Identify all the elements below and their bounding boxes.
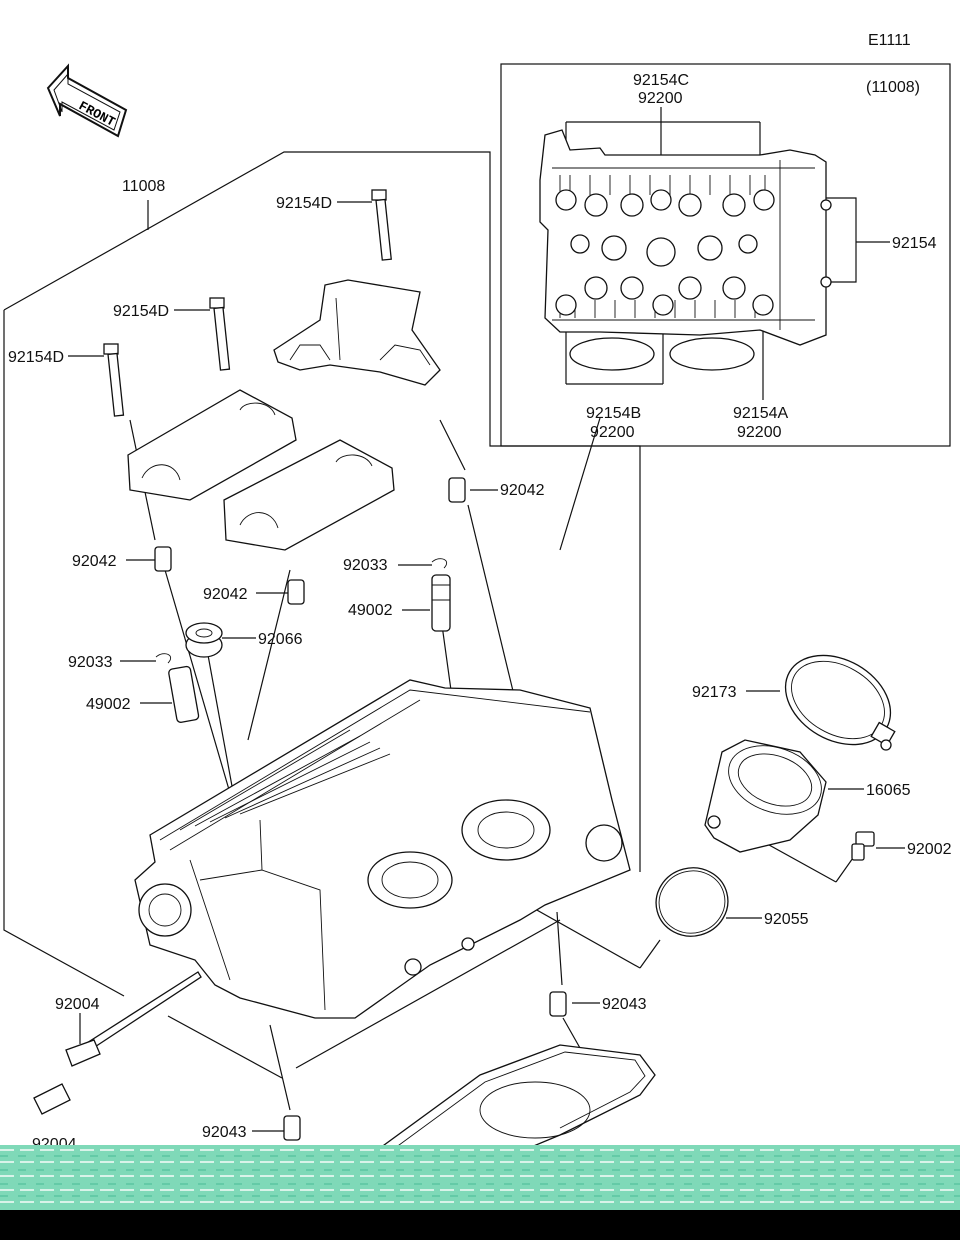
stud-92004-b <box>33 1083 71 1115</box>
bolt-92154D-c <box>103 343 125 417</box>
o-ring-92055 <box>655 867 729 937</box>
dowel-92042-b <box>154 546 172 572</box>
inset-label-92154C: 92154C <box>633 72 689 89</box>
screw-92002 <box>851 831 875 861</box>
cutoff-band <box>0 1145 960 1210</box>
camshaft-cap-left <box>127 389 297 501</box>
camshaft-holder-upper <box>273 279 441 386</box>
front-arrow-icon: FRONT <box>46 63 128 138</box>
inset-ref-label: (11008) <box>866 79 920 96</box>
label-92154D-b: 92154D <box>113 303 169 320</box>
valve-guide-49002-a <box>431 574 451 632</box>
label-92043-b: 92043 <box>202 1124 247 1141</box>
seal-92066 <box>185 622 223 658</box>
label-92033-a: 92033 <box>343 557 388 574</box>
clamp-band-92173 <box>784 654 896 751</box>
label-92042-b: 92042 <box>72 553 117 570</box>
inset-box: (11008) 92154C 92200 92154 92154B 92200 … <box>500 63 951 447</box>
label-92002: 92002 <box>907 841 952 858</box>
inset-cylinder-head <box>539 129 832 371</box>
label-49002-b: 49002 <box>86 696 131 713</box>
dowel-92043-b <box>283 1115 301 1141</box>
inset-label-92154: 92154 <box>892 235 937 252</box>
clip-92033-b <box>155 653 172 664</box>
bolt-92154D-b <box>209 297 231 371</box>
label-92066: 92066 <box>258 631 303 648</box>
diagram-code: E1111 <box>868 32 911 49</box>
label-11008: 11008 <box>122 178 165 195</box>
camshaft-cap-right <box>223 439 395 551</box>
inset-label-92200-br: 92200 <box>737 424 782 441</box>
clip-92033-a <box>431 558 448 569</box>
label-92042-c: 92042 <box>203 586 248 603</box>
label-92154D-c: 92154D <box>8 349 64 366</box>
bottom-bar <box>0 1210 960 1240</box>
inset-label-92200-bl: 92200 <box>590 424 635 441</box>
valve-guide-49002-b <box>168 665 200 723</box>
label-92055: 92055 <box>764 911 809 928</box>
inset-label-92200-top: 92200 <box>638 90 683 107</box>
inset-label-92154A: 92154A <box>733 405 788 422</box>
label-92033-b: 92033 <box>68 654 113 671</box>
dowel-92042-a <box>448 477 466 503</box>
label-92043-a: 92043 <box>602 996 647 1013</box>
label-92173: 92173 <box>692 684 737 701</box>
assembly-outline <box>3 151 641 1079</box>
label-92004-a: 92004 <box>55 996 100 1013</box>
dowel-92043-a <box>549 991 567 1017</box>
holder-16065 <box>704 739 827 853</box>
dowel-92042-c <box>287 579 305 605</box>
label-92042-a: 92042 <box>500 482 545 499</box>
label-49002-a: 49002 <box>348 602 393 619</box>
bolt-92154D-a <box>371 189 392 261</box>
label-16065: 16065 <box>866 782 911 799</box>
label-92154D-a: 92154D <box>276 195 332 212</box>
inset-label-92154B: 92154B <box>586 405 641 422</box>
stud-92004-a <box>65 971 202 1067</box>
cylinder-head <box>134 679 631 1019</box>
